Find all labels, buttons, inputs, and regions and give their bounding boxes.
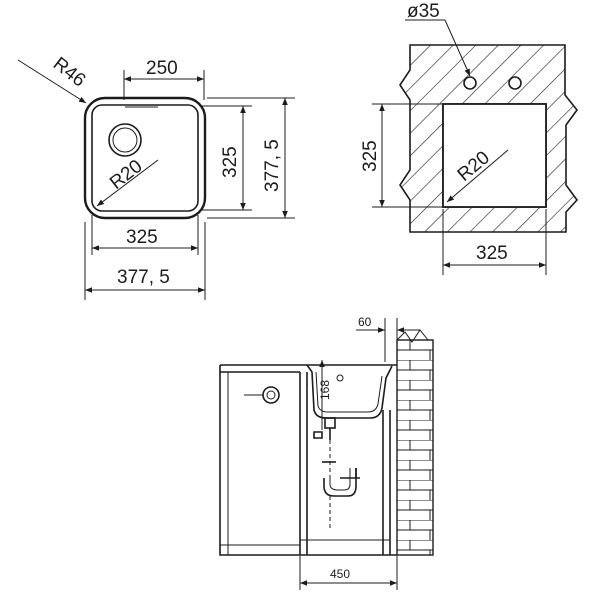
cutout-view: ø35 R20 325 325 xyxy=(360,1,579,275)
radius-outer-label: R46 xyxy=(49,53,89,91)
tap-hole-2 xyxy=(508,76,522,90)
sink-bowl xyxy=(91,104,199,212)
tap-hole-1 xyxy=(463,76,477,90)
offset-60-label: 60 xyxy=(358,315,372,329)
cutout-width-label: 325 xyxy=(476,243,508,264)
sink-outer-rim xyxy=(83,96,207,220)
sink-bowl-section xyxy=(306,364,393,419)
drain-outer xyxy=(108,123,142,157)
section-view: 60 168 450 xyxy=(219,315,434,590)
outer-width-label: 377, 5 xyxy=(117,267,170,288)
brick-wall xyxy=(396,339,434,556)
depth-168-label: 168 xyxy=(318,380,332,400)
tap-hole-label: ø35 xyxy=(407,1,440,22)
left-cabinet xyxy=(219,365,300,556)
width-250-label: 250 xyxy=(146,58,178,79)
bowl-height-label: 325 xyxy=(220,146,241,178)
cabinet-width-label: 450 xyxy=(330,567,350,581)
outer-height-label: 377, 5 xyxy=(262,139,283,192)
drain-inner xyxy=(112,127,138,153)
top-view: R46 R20 250 325 377, 5 325 377, 5 xyxy=(17,53,295,300)
radius-inner-label: R20 xyxy=(106,156,146,194)
control-knob xyxy=(262,386,280,404)
bowl-width-label: 325 xyxy=(126,227,158,248)
cutout-height-label: 325 xyxy=(360,140,381,172)
siphon-trap xyxy=(323,468,357,497)
